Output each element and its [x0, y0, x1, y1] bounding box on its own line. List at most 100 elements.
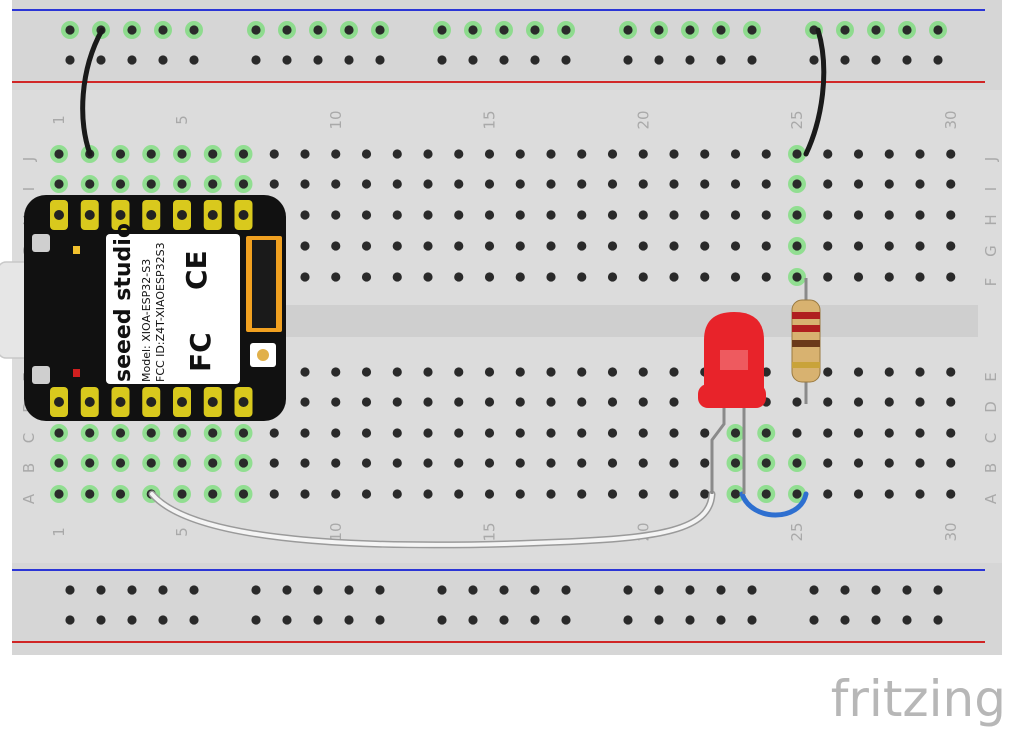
breadboard-hole: [423, 489, 433, 499]
breadboard-hole: [669, 489, 679, 499]
breadboard-hole: [809, 615, 819, 625]
breadboard-hole: [577, 241, 587, 251]
breadboard-hole: [577, 210, 587, 220]
breadboard-hole: [96, 615, 106, 625]
breadboard-hole: [251, 615, 261, 625]
breadboard-hole: [515, 272, 525, 282]
breadboard-hole: [840, 615, 850, 625]
board-pin-hole: [238, 397, 249, 407]
breadboard-hole: [96, 55, 106, 65]
breadboard-hole: [392, 397, 402, 407]
breadboard-hole: [269, 458, 279, 468]
breadboard-hole: [515, 397, 525, 407]
breadboard-hole: [269, 428, 279, 438]
breadboard-hole: [392, 149, 402, 159]
blue-wire: [739, 491, 809, 518]
breadboard-hole: [700, 272, 710, 282]
board-connector-inner: [252, 240, 276, 328]
breadboard-hole: [853, 272, 864, 282]
breadboard-hole: [361, 397, 372, 407]
column-number-bottom: 10: [327, 522, 345, 541]
breadboard-hole: [761, 210, 771, 220]
breadboard-hole: [208, 458, 218, 468]
breadboard-hole: [823, 489, 833, 499]
breadboard-hole: [515, 149, 525, 159]
breadboard-hole: [423, 397, 433, 407]
breadboard-hole: [823, 149, 833, 159]
breadboard-hole: [915, 458, 925, 468]
row-letter-right: I: [982, 187, 1000, 191]
column-number-bottom: 15: [481, 522, 499, 541]
breadboard-hole: [823, 428, 833, 438]
breadboard-hole: [484, 179, 495, 189]
led-dome: [704, 312, 764, 394]
board-pin-hole: [146, 397, 157, 407]
breadboard-hole: [577, 179, 587, 189]
breadboard-hole: [577, 489, 587, 499]
breadboard-hole: [823, 179, 833, 189]
breadboard-hole: [823, 367, 833, 377]
breadboard-hole: [177, 179, 187, 189]
breadboard-hole: [761, 428, 771, 438]
breadboard-hole: [884, 179, 894, 189]
breadboard-hole: [454, 210, 464, 220]
breadboard-hole: [792, 210, 802, 220]
breadboard-hole: [238, 149, 249, 159]
board-pin-hole: [115, 397, 126, 407]
breadboard-hole: [189, 615, 199, 625]
breadboard-hole: [158, 55, 168, 65]
breadboard-hole: [933, 25, 943, 35]
breadboard-hole: [946, 149, 956, 159]
breadboard-hole: [54, 428, 64, 438]
breadboard-hole: [530, 585, 540, 595]
breadboard-hole: [761, 489, 771, 499]
breadboard-hole: [607, 272, 618, 282]
breadboard-hole: [853, 428, 864, 438]
resistor: [791, 278, 821, 404]
breadboard-hole: [392, 241, 402, 251]
breadboard-hole: [313, 55, 323, 65]
breadboard-hole: [761, 179, 771, 189]
row-letter-right: H: [982, 214, 1000, 225]
breadboard-hole: [747, 55, 757, 65]
breadboard-hole: [946, 272, 956, 282]
breadboard-hole: [375, 585, 385, 595]
breadboard-hole: [515, 210, 525, 220]
breadboard-hole: [809, 55, 819, 65]
breadboard-hole: [65, 55, 75, 65]
breadboard-hole: [300, 210, 310, 220]
board-pin-hole: [207, 397, 218, 407]
breadboard-hole: [884, 210, 894, 220]
board-pin-hole: [84, 397, 95, 407]
board-pin-hole: [238, 210, 249, 220]
breadboard-hole: [607, 458, 618, 468]
row-letter-right: B: [982, 463, 1000, 473]
breadboard-hole: [437, 615, 447, 625]
breadboard-hole: [700, 149, 710, 159]
row-letter-right: C: [982, 433, 1000, 443]
fc-mark: FC: [184, 332, 217, 372]
breadboard-hole: [115, 458, 126, 468]
breadboard-hole: [546, 367, 556, 377]
breadboard-hole: [484, 272, 495, 282]
breadboard-hole: [238, 179, 249, 189]
breadboard-hole: [546, 428, 556, 438]
breadboard-hole: [623, 55, 633, 65]
breadboard-hole: [654, 585, 664, 595]
breadboard-hole: [792, 428, 802, 438]
breadboard-hole: [623, 615, 633, 625]
breadboard-hole: [546, 149, 556, 159]
breadboard-hole: [468, 585, 478, 595]
breadboard-hole: [730, 149, 741, 159]
breadboard-hole: [484, 241, 495, 251]
breadboard-hole: [484, 428, 495, 438]
breadboard-hole: [331, 458, 341, 468]
breadboard-hole: [499, 55, 509, 65]
breadboard-hole: [638, 272, 648, 282]
breadboard-hole: [437, 55, 447, 65]
breadboard-hole: [915, 397, 925, 407]
breadboard-hole: [282, 585, 292, 595]
breadboard-hole: [96, 585, 106, 595]
breadboard-hole: [300, 489, 310, 499]
